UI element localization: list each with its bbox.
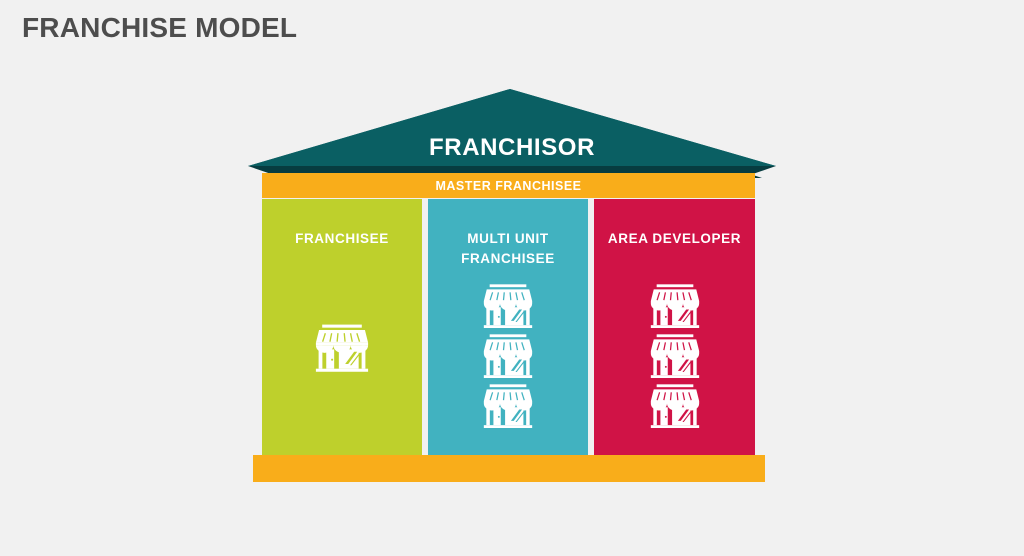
storefront-icon [650, 384, 699, 428]
pillar-franchisee-label: FRANCHISEE [295, 231, 389, 246]
page-title: FRANCHISE MODEL [22, 12, 298, 43]
band-master-franchisee[interactable]: MASTER FRANCHISEE [262, 173, 755, 198]
storefront-icon [315, 324, 369, 372]
storefront-icon [483, 334, 533, 378]
storefront-icon [483, 384, 533, 428]
pillar-multi-unit-franchisee[interactable]: MULTI UNIT FRANCHISEE [428, 199, 588, 455]
pillar-group: FRANCHISEE [262, 199, 755, 455]
pillar-area-developer[interactable]: AREA DEVELOPER [594, 199, 755, 455]
pillar-area-developer-icons [594, 281, 755, 431]
storefront-icon [483, 284, 533, 328]
roof-triangle-icon [248, 89, 776, 178]
base-platform [253, 455, 765, 482]
pillar-franchisee-icons [262, 321, 422, 375]
storefront-icon [650, 284, 699, 328]
pillar-multi-unit-franchisee-icons [428, 281, 588, 431]
pillar-franchisee[interactable]: FRANCHISEE [262, 199, 422, 455]
storefront-icon [650, 334, 699, 378]
band-master-franchisee-label: MASTER FRANCHISEE [435, 178, 582, 193]
pillar-multi-unit-franchisee-label: MULTI UNIT FRANCHISEE [461, 231, 555, 266]
pillar-area-developer-label: AREA DEVELOPER [607, 231, 742, 246]
roof-franchisor[interactable]: FRANCHISOR [246, 86, 778, 178]
